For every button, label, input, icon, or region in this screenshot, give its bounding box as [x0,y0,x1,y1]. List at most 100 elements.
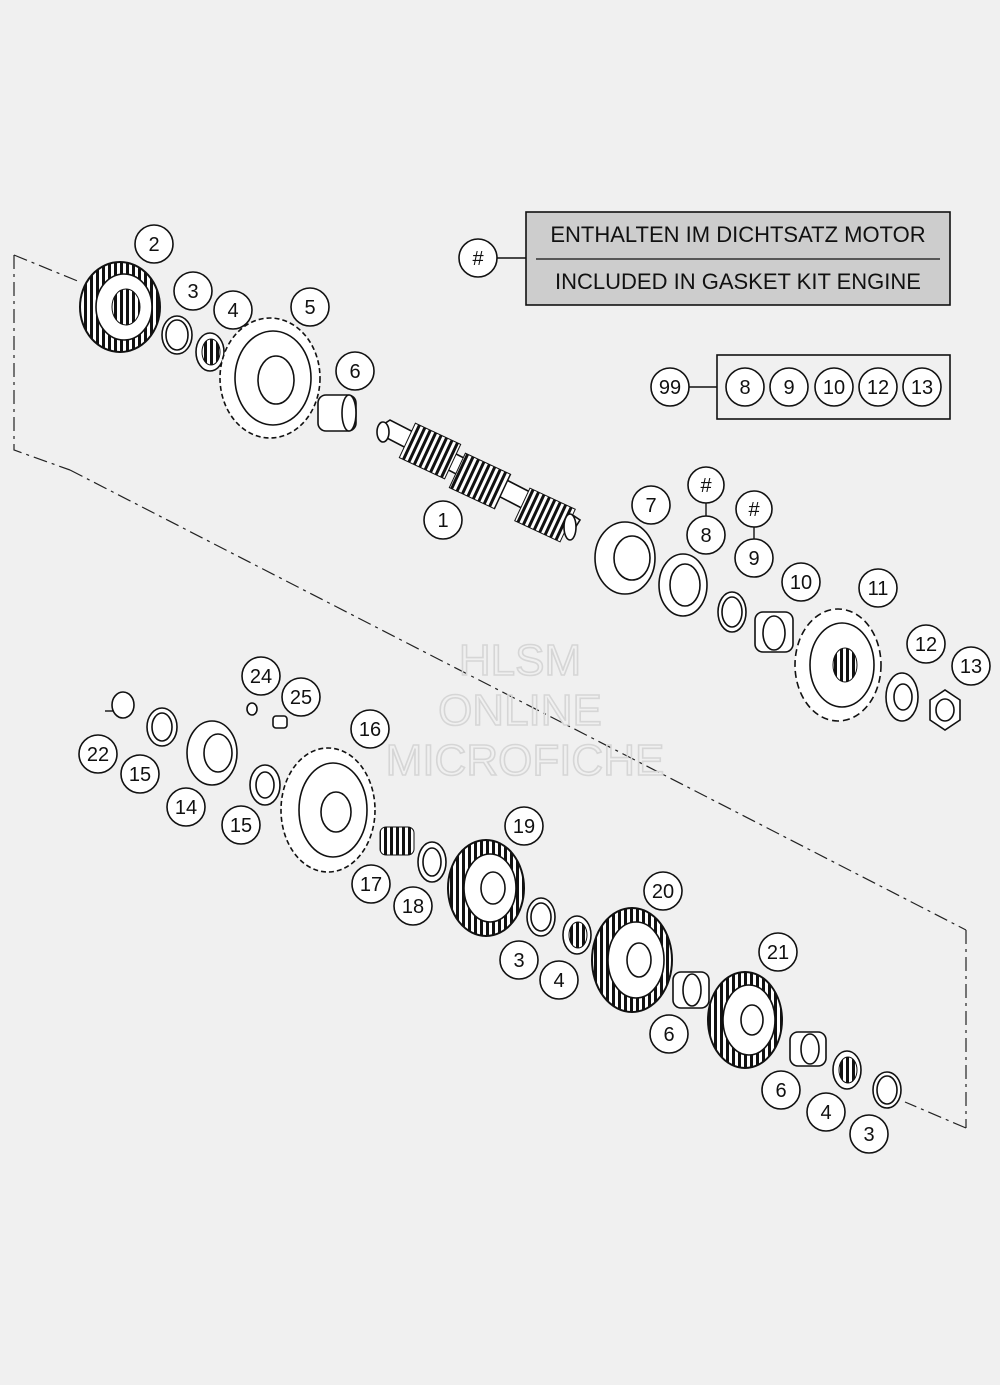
callout-17: 17 [351,864,391,904]
svg-text:6: 6 [663,1024,674,1046]
callout-3: 3 [499,940,539,980]
hash-callout-9: # [735,490,773,528]
callout-2: 2 [134,224,174,264]
svg-text:18: 18 [402,896,424,918]
part-bushing-10 [754,611,794,653]
part-nut-13 [929,689,961,731]
svg-text:4: 4 [553,970,564,992]
callout-21: 21 [758,932,798,972]
part-main-shaft-1 [376,419,582,543]
callout-22: 22 [78,734,118,774]
svg-text:15: 15 [129,764,151,786]
callout-4: 4 [806,1092,846,1132]
callout-6: 6 [335,351,375,391]
callout-24: 24 [241,656,281,696]
part-washer-4-bottom [832,1050,862,1090]
callout-25: 25 [281,677,321,717]
legend-line-en: INCLUDED IN GASKET KIT ENGINE [555,269,921,294]
callout-19: 19 [504,806,544,846]
kit-member-label: 10 [823,377,845,399]
callout-20: 20 [643,871,683,911]
callout-8: 8 [686,515,726,555]
callout-11: 11 [858,568,898,608]
kit-member-callout: 12 [858,367,898,407]
kit-member-callout: 10 [814,367,854,407]
callout-15: 15 [120,754,160,794]
svg-text:21: 21 [767,942,789,964]
svg-text:10: 10 [790,572,812,594]
svg-text:12: 12 [915,634,937,656]
part-callouts: 1 2 3 4 5 6 7 8 9 10 11 12 13 14 15 15 1… [78,224,991,1154]
svg-text:17: 17 [360,874,382,896]
callout-3: 3 [173,271,213,311]
svg-text:3: 3 [187,281,198,303]
kit-99-box: 99 8 9 10 12 13 [650,354,951,420]
svg-text:15: 15 [230,815,252,837]
kit-member-label: 8 [739,377,750,399]
kit-member-callout: 9 [769,367,809,407]
part-seal-8 [658,553,708,617]
callout-9: 9 [734,538,774,578]
part-ring-9 [717,591,747,633]
part-gear-19 [447,839,525,937]
part-bushing-6-mid [672,971,710,1009]
part-ring-3-mid [526,897,556,937]
svg-text:16: 16 [359,719,381,741]
part-washer-15-right [249,764,281,806]
part-ring-3-bottom [872,1071,902,1109]
svg-text:3: 3 [863,1124,874,1146]
part-gear-16 [280,747,376,873]
callout-7: 7 [631,485,671,525]
kit-member-callout: 13 [902,367,942,407]
legend-hash-callout: # [458,238,498,278]
part-bearing-7 [594,521,656,595]
svg-text:2: 2 [148,234,159,256]
part-gear-5 [219,317,321,439]
kit-member-callout: 8 [725,367,765,407]
callout-13: 13 [951,646,991,686]
callout-6: 6 [649,1014,689,1054]
svg-text:6: 6 [349,361,360,383]
svg-text:25: 25 [290,687,312,709]
callout-1: 1 [423,500,463,540]
kit-member-label: 9 [783,377,794,399]
svg-text:6: 6 [775,1080,786,1102]
callout-5: 5 [290,287,330,327]
part-bushing-6-bottom [789,1031,827,1067]
part-washer-4-top [195,332,225,372]
callout-18: 18 [393,886,433,926]
svg-text:5: 5 [304,297,315,319]
svg-text:#: # [748,499,760,521]
part-small-ring-24 [246,702,258,716]
part-ring-3-top [161,315,193,355]
part-gear-21 [707,971,783,1069]
svg-text:20: 20 [652,881,674,903]
legend-hash-symbol: # [472,248,484,270]
svg-text:4: 4 [820,1102,831,1124]
part-bushing-6-top [317,394,357,432]
callout-10: 10 [781,562,821,602]
part-gear-20 [591,907,673,1013]
callout-4: 4 [213,290,253,330]
callout-16: 16 [350,709,390,749]
axis-lines [13,254,967,1129]
kit-member-label: 12 [867,377,889,399]
part-washer-18 [417,841,447,883]
svg-text:19: 19 [513,816,535,838]
kit-number-callout: 99 [650,367,690,407]
callout-4: 4 [539,960,579,1000]
svg-text:3: 3 [513,950,524,972]
watermark-line-2: ONLINE [438,686,602,735]
part-bearing-14 [186,720,238,786]
hash-callout-8: # [687,466,725,504]
svg-text:7: 7 [645,495,656,517]
part-bolt-25 [272,715,288,729]
svg-text:9: 9 [748,548,759,570]
callout-3: 3 [849,1114,889,1154]
callout-14: 14 [166,787,206,827]
svg-text:4: 4 [227,300,238,322]
svg-text:1: 1 [437,510,448,532]
kit-member-label: 13 [911,377,933,399]
svg-text:22: 22 [87,744,109,766]
